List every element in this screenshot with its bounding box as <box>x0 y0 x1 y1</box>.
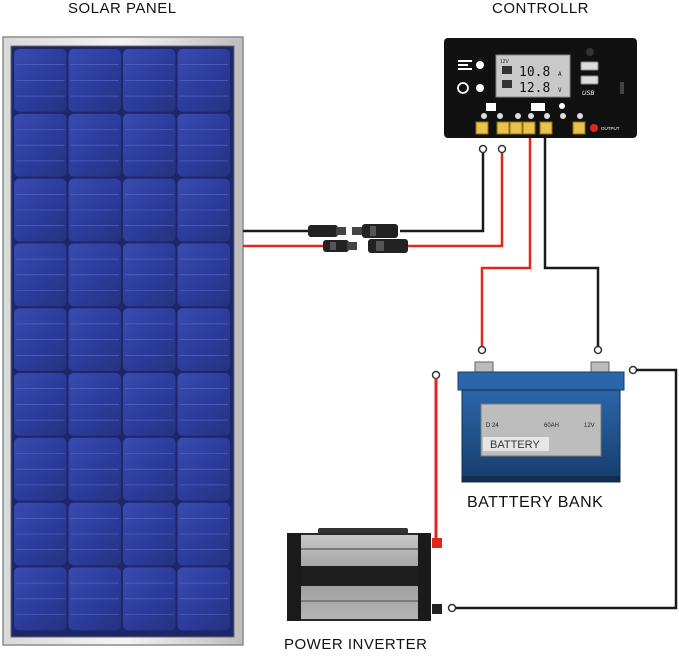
usb-port-2[interactable] <box>580 75 599 85</box>
refresh-icon <box>457 82 469 94</box>
power-inverter <box>287 528 442 621</box>
solar-panel-label: SOLAR PANEL <box>68 0 177 17</box>
lcd-panel-icon <box>502 66 512 74</box>
battery-bank-label: BATTTERY BANK <box>467 494 604 511</box>
lcd-voltage: 12.8 <box>519 81 550 96</box>
mc4-connector-bottom <box>323 239 408 253</box>
mc4-connector-top <box>308 224 398 238</box>
lcd-battery-icon <box>502 80 512 88</box>
lcd-current-unit: A <box>558 71 562 78</box>
ring-terminals <box>431 144 638 613</box>
usb-port-1[interactable] <box>580 61 599 71</box>
menu-button[interactable] <box>476 61 484 69</box>
battery-positive-cable <box>480 138 532 348</box>
panel-cables <box>243 152 504 253</box>
inverter-negative-cable <box>456 368 678 610</box>
power-inverter-label: POWER INVERTER <box>284 636 428 653</box>
lcd-display <box>495 54 571 98</box>
inverter-cables <box>434 368 678 610</box>
output-indicator <box>590 124 598 132</box>
usb-label: USB <box>582 91 594 97</box>
terminal-icons <box>486 103 565 111</box>
battery-cables <box>480 138 600 348</box>
menu-icon <box>458 60 472 70</box>
battery-brand-label: BATTERY <box>490 439 540 451</box>
controller-terminals <box>475 121 586 135</box>
battery: D 24 60AH 12V BATTERY <box>457 361 625 483</box>
lcd-voltage-unit: V <box>558 87 562 94</box>
lcd-current: 10.8 <box>519 65 550 80</box>
controller-label: CONTROLLR <box>492 0 590 17</box>
mode-button[interactable] <box>476 84 484 92</box>
solar-cell-grid <box>14 49 230 631</box>
panel-positive-cable-2 <box>405 152 504 248</box>
terminal-polarity-marks <box>481 113 583 119</box>
battery-voltage: 12V <box>584 423 595 429</box>
battery-model: D 24 <box>486 423 499 429</box>
panel-negative-cable-2 <box>400 152 485 233</box>
output-label: OUTPUT <box>601 126 620 131</box>
battery-negative-cable <box>543 138 600 348</box>
lcd-voltage-tag: 12V <box>500 59 510 65</box>
battery-capacity: 60AH <box>544 423 559 429</box>
solar-panel <box>2 36 244 646</box>
charge-controller: 12V 10.8 A 12.8 V USB <box>444 38 637 138</box>
